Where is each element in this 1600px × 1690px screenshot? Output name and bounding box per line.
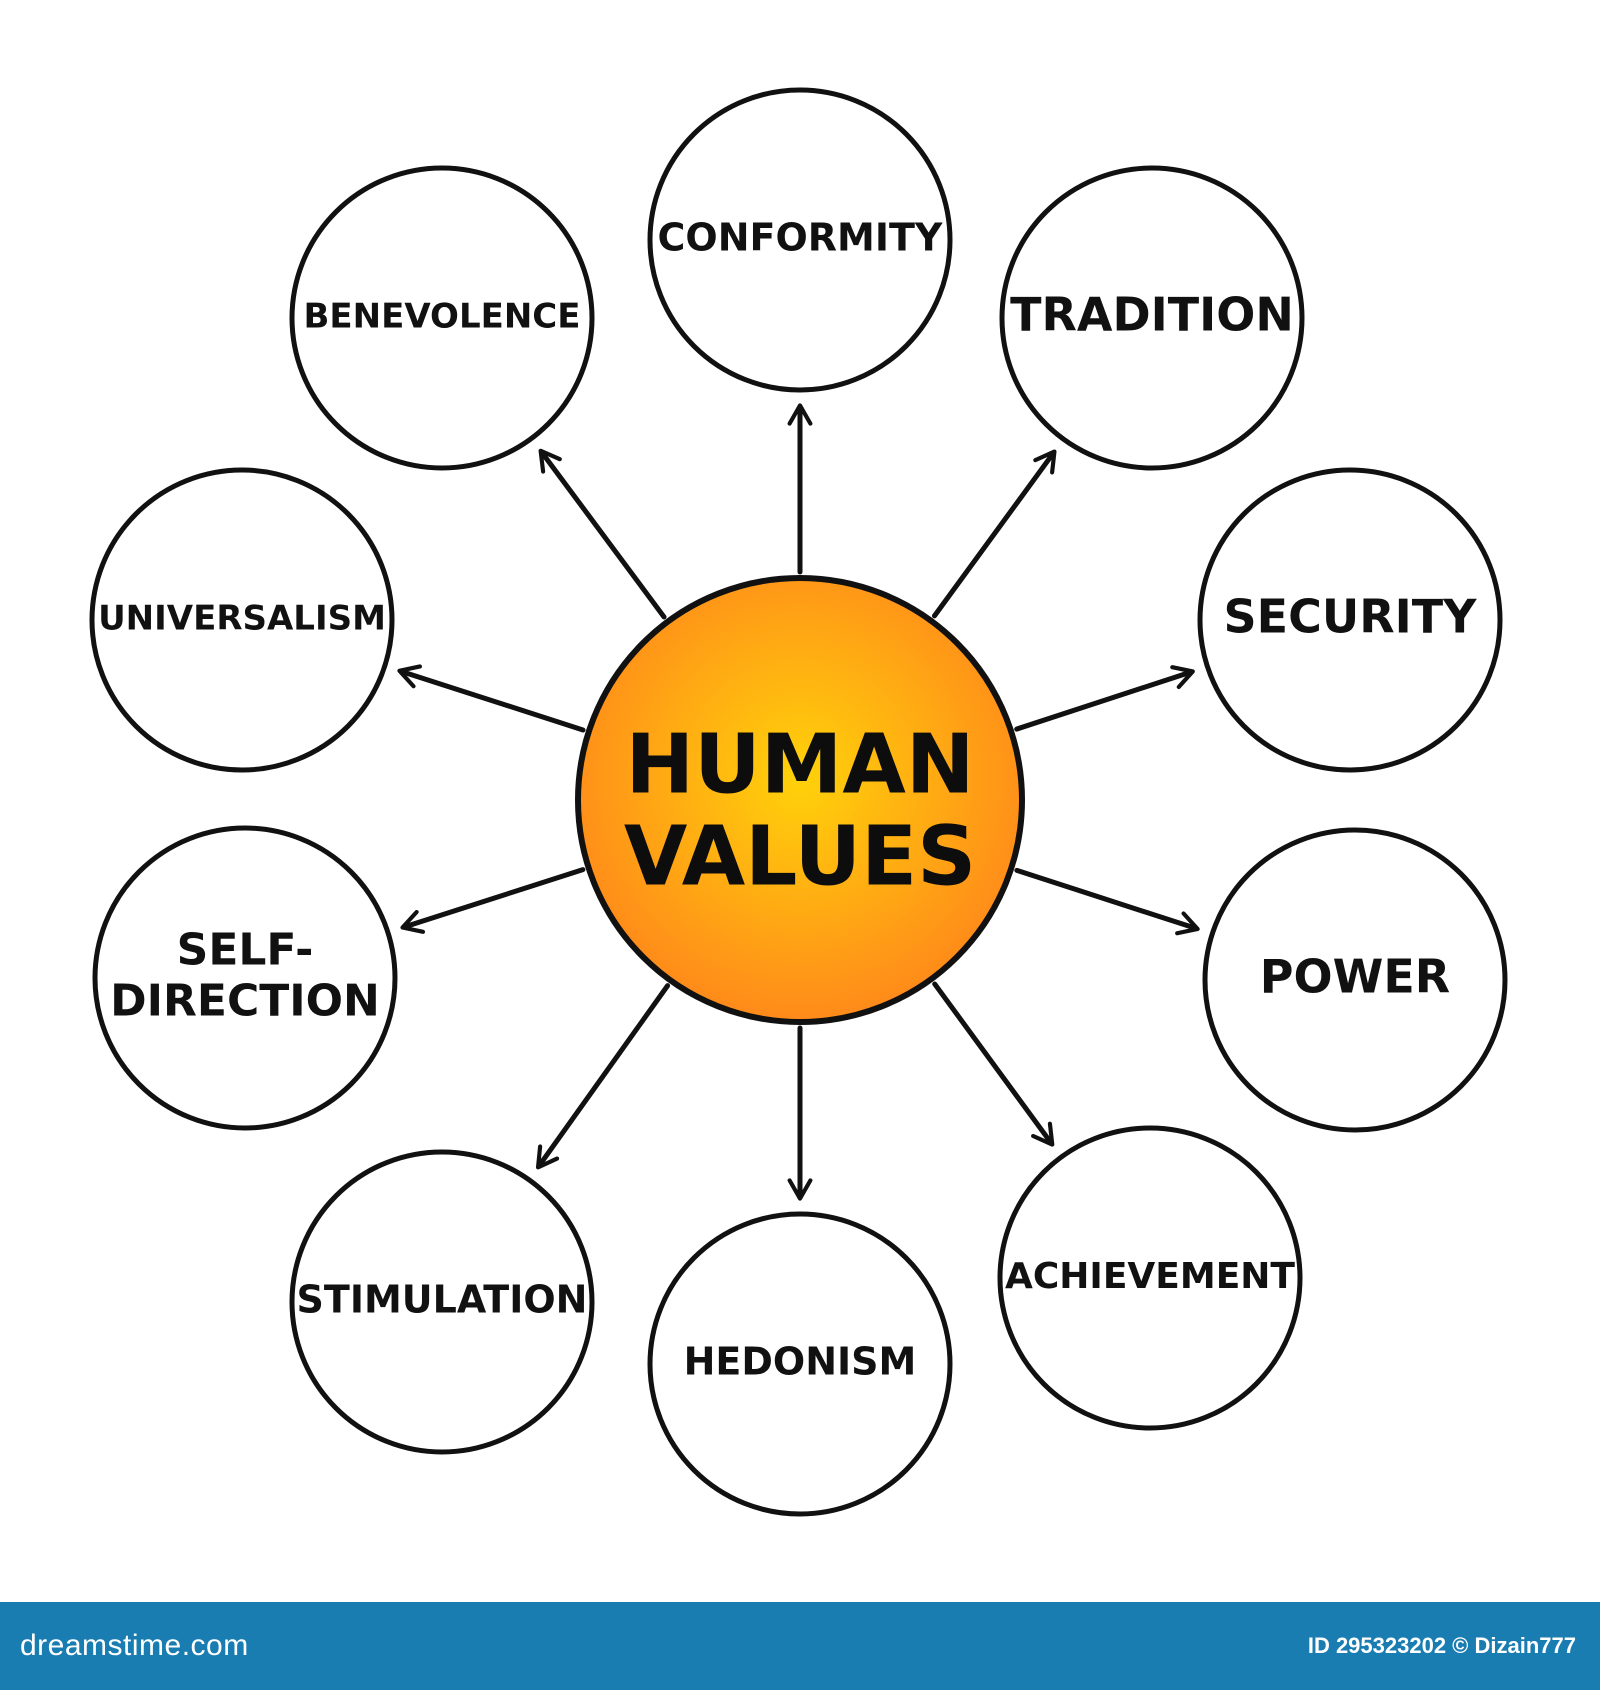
- node-label-power: POWER: [1260, 950, 1450, 1004]
- arrow-to-power: [1014, 867, 1200, 936]
- mind-map: CONFORMITY TRADITION SECURITY POWER ACHIEVEM…: [89, 87, 1508, 1517]
- node-label-tradition: TRADITION: [1010, 288, 1294, 342]
- node-circle-benevolence: [289, 165, 595, 471]
- node-circle-conformity: [647, 87, 953, 393]
- node-benevolence: BENEVOLENCE: [289, 165, 595, 471]
- connector-arrows: [397, 403, 1200, 1201]
- node-label-conformity: CONFORMITY: [658, 216, 943, 260]
- center-node: HUMAN VALUES: [575, 575, 1025, 1025]
- center-circle: [575, 575, 1025, 1025]
- node-circle-universalism: [89, 467, 395, 773]
- arrow-to-security: [1014, 665, 1195, 732]
- node-circle-hedonism: [647, 1211, 953, 1517]
- center-title-line-2: VALUES: [624, 809, 976, 904]
- watermark-id-credit: ID 295323202 © Dizain777: [1307, 1633, 1576, 1658]
- node-label-self-direction: SELF-: [177, 925, 314, 976]
- arrow-to-benevolence: [538, 448, 667, 620]
- arrow-to-achievement: [932, 981, 1055, 1147]
- arrow-to-self-direction: [400, 867, 586, 934]
- node-stimulation: STIMULATION: [289, 1149, 595, 1455]
- node-label-benevolence: BENEVOLENCE: [304, 297, 581, 337]
- node-circle-achievement: [997, 1125, 1303, 1431]
- node-universalism: UNIVERSALISM: [89, 467, 395, 773]
- node-hedonism: HEDONISM: [647, 1211, 953, 1517]
- arrow-to-stimulation: [535, 983, 671, 1170]
- node-circle-power: [1202, 827, 1508, 1133]
- node-circle-tradition: [999, 165, 1305, 471]
- arrow-to-universalism: [397, 664, 586, 733]
- node-tradition: TRADITION: [999, 165, 1305, 471]
- node-circle-stimulation: [289, 1149, 595, 1455]
- node-achievement: ACHIEVEMENT: [997, 1125, 1303, 1431]
- node-label-hedonism: HEDONISM: [684, 1340, 917, 1384]
- watermark-footer: dreamstime.com ID 295323202 © Dizain777: [0, 1602, 1600, 1690]
- node-label-universalism: UNIVERSALISM: [98, 599, 386, 639]
- node-circle-security: [1197, 467, 1503, 773]
- node-label-self-direction: DIRECTION: [110, 975, 380, 1026]
- value-nodes: CONFORMITY TRADITION SECURITY POWER ACHIEVEM…: [89, 87, 1508, 1517]
- node-conformity: CONFORMITY: [647, 87, 953, 393]
- node-self-direction: SELF-DIRECTION: [92, 825, 398, 1131]
- node-power: POWER: [1202, 827, 1508, 1133]
- watermark-brand: dreamstime.com: [20, 1629, 249, 1662]
- center-title-line-1: HUMAN: [626, 717, 975, 812]
- node-label-security: SECURITY: [1224, 590, 1478, 644]
- node-circle-self-direction: [92, 825, 398, 1131]
- node-label-stimulation: STIMULATION: [297, 1278, 588, 1322]
- node-security: SECURITY: [1197, 467, 1503, 773]
- arrow-to-tradition: [931, 449, 1057, 619]
- node-label-achievement: ACHIEVEMENT: [1005, 1256, 1295, 1297]
